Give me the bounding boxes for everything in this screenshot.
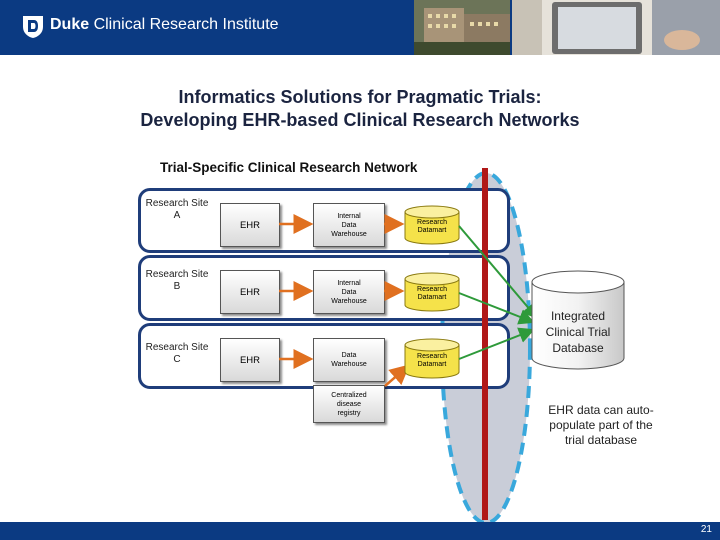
site-c-label: Research Site C (145, 342, 209, 365)
arrow-green-b (458, 292, 535, 325)
site-c-ehr: EHR (220, 338, 280, 382)
site-b-datamart-label: Research Datamart (417, 286, 447, 301)
header-bar: Duke Clinical Research Institute (0, 0, 720, 55)
site-a-datamart-cylinder (404, 205, 460, 245)
ehr-note: EHR data can auto-populate part of the t… (548, 403, 654, 447)
site-c-warehouse: Data Warehouse (313, 338, 385, 382)
site-b-label: Research Site B (145, 269, 209, 292)
site-b-ehr: EHR (220, 270, 280, 314)
integrated-db-cylinder (531, 270, 625, 370)
arrow-registry-dm-c (384, 364, 410, 387)
brand-name: Duke Clinical Research Institute (50, 16, 279, 33)
site-b-warehouse: Internal Data Warehouse (313, 270, 385, 314)
footer-bar: 21 (0, 522, 720, 540)
arrow-green-c (458, 327, 535, 360)
site-a-label: Research Site A (145, 198, 209, 221)
page-number: 21 (700, 524, 712, 535)
photo-tablet-user (512, 0, 720, 55)
centralized-registry: Centralized disease registry (313, 385, 385, 423)
site-a-ehr: EHR (220, 203, 280, 247)
duke-shield-icon (23, 16, 43, 38)
slide-title: Informatics Solutions for Pragmatic Tria… (140, 87, 580, 130)
photo-building (414, 0, 510, 55)
site-a-datamart-label: Research Datamart (417, 219, 447, 234)
integrated-db-label: Integrated Clinical Trial Database (545, 309, 611, 355)
site-c-datamart-label: Research Datamart (417, 353, 447, 368)
barrier-red-bar (482, 168, 488, 520)
site-b-datamart-cylinder (404, 272, 460, 312)
diagram-subtitle: Trial-Specific Clinical Research Network (160, 160, 418, 175)
site-a-warehouse: Internal Data Warehouse (313, 203, 385, 247)
site-c-datamart-cylinder (404, 338, 460, 379)
arrow-green-a (458, 225, 539, 320)
